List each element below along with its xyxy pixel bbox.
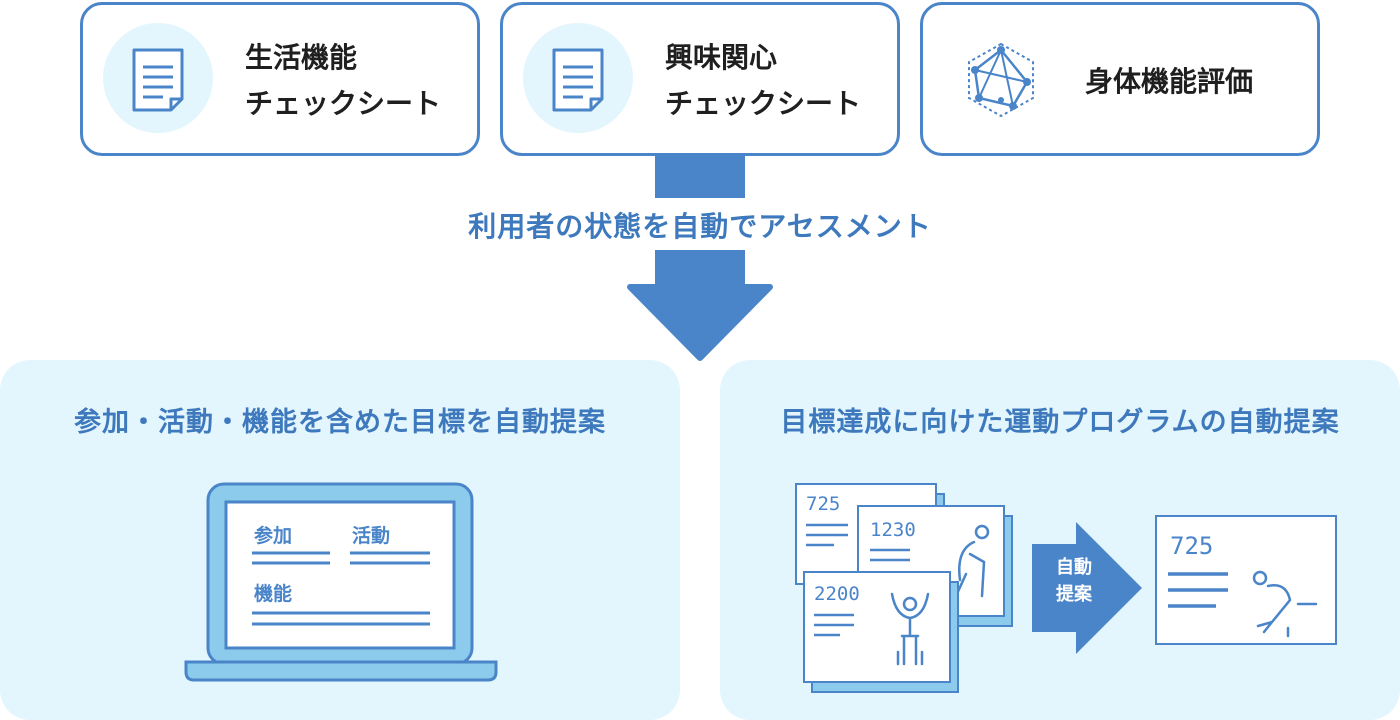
document-icon [523,23,633,133]
goal-proposal-panel: 参加・活動・機能を含めた目標を自動提案 参加 活動 機能 [0,360,680,720]
sheet-value: 1230 [870,519,916,541]
auto-proposal-line2: 提案 [1056,583,1093,605]
sheet-value: 2200 [814,583,860,605]
laptop-label-function: 機能 [254,582,292,605]
panel-title: 参加・活動・機能を含めた目標を自動提案 [74,407,606,438]
interest-checksheet-card: 興味関心 チェックシート [500,2,900,156]
card-title: 身体機能評価 [1085,65,1254,98]
card-title-line1: 興味関心 [665,41,778,74]
exercise-program-illustration: 725 1230 2200 自動 提案 725 [795,483,1337,693]
result-value: 725 [1170,532,1213,560]
laptop-illustration: 参加 活動 機能 [184,482,498,682]
cycling-person-icon [1252,570,1318,638]
laptop-label-activity: 活動 [352,524,390,547]
laptop-label-participation: 参加 [254,524,292,547]
sheet-value: 725 [806,493,840,515]
card-title-line1: 生活機能 [245,41,358,74]
auto-proposal-line1: 自動 [1056,556,1092,578]
assessment-label: 利用者の状態を自動でアセスメント [468,210,932,243]
card-title-line2: チェックシート [665,87,862,120]
document-icon [103,23,213,133]
life-function-checksheet-card: 生活機能 チェックシート [80,2,480,156]
body-polygon-icon [961,40,1041,124]
exercise-program-panel: 目標達成に向けた運動プログラムの自動提案 725 1230 2200 自動 [720,360,1400,720]
panel-title: 目標達成に向けた運動プログラムの自動提案 [780,407,1340,438]
arms-up-person-icon [890,592,930,666]
card-title-line2: チェックシート [245,87,442,120]
physical-function-evaluation-card: 身体機能評価 [920,2,1320,156]
stretching-person-icon [954,524,990,598]
